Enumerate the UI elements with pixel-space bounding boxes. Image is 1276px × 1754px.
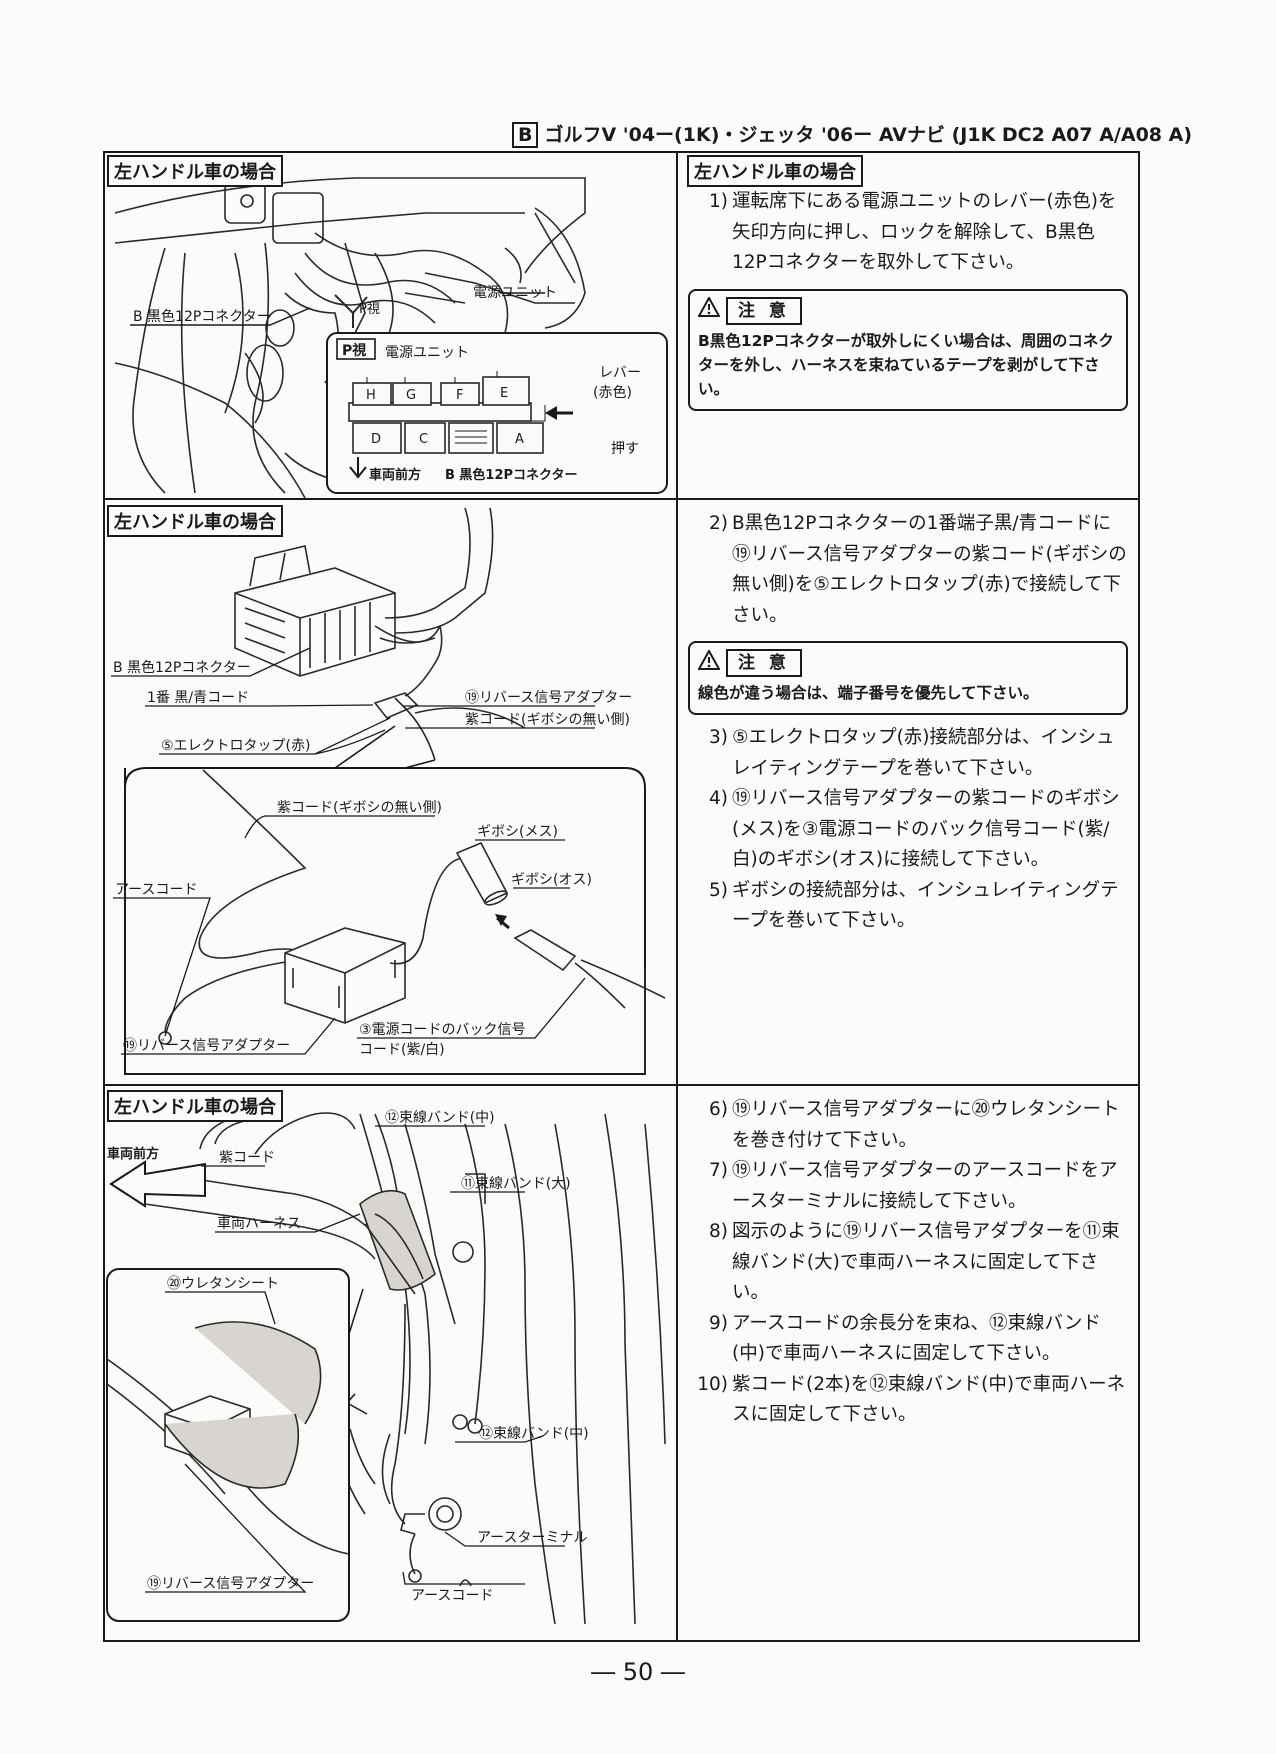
label-connector: B 黒色12Pコネクター [113, 659, 251, 676]
section-badge: B [512, 122, 539, 148]
label-inset-title: P視 [342, 342, 366, 359]
label-vehicle-front: 車両前方 [107, 1146, 159, 1162]
instruction-table: 電源ユニット B 黒色12Pコネクター P視 電源ユニット レバー (赤色) 押… [103, 151, 1140, 1642]
section3-figure-tag: 左ハンドル車の場合 [107, 1090, 283, 1122]
label-power-unit: 電源ユニット [473, 285, 557, 301]
label-pin-wire: 1番 黒/青コード [147, 690, 249, 706]
label-band-mid-top: ⑫束線バンド(中) [385, 1110, 495, 1126]
caution-box-1: 注 意 B黒色12Pコネクターが取外しにくい場合は、周囲のコネクターを外し、ハー… [688, 288, 1128, 411]
figure-harness-fixing: 車両前方 紫コード ⑫束線バンド(中) ⑪束線バンド(大) 車両ハーネス ⑫束線… [106, 1110, 666, 1625]
label-inset-purple-wire: 紫コード(ギボシの無い側) [277, 800, 442, 816]
figure-power-unit: 電源ユニット B 黒色12Pコネクター P視 電源ユニット レバー (赤色) 押… [114, 177, 668, 498]
label-purple-wire: 紫コード [219, 1150, 275, 1166]
section1-steps: 1)運転席下にある電源ユニットのレバー(赤色)を矢印方向に押し、ロックを解除して… [688, 187, 1128, 419]
caution-text: 線色が違う場合は、端子番号を優先して下さい。 [698, 684, 1039, 702]
step-3: 3)⑤エレクトロタップ(赤)接続部分は、インシュレイティングテープを巻いて下さい… [709, 727, 1115, 779]
letter-h: H [366, 388, 376, 403]
label-inset-power-unit: 電源ユニット [385, 345, 469, 361]
label-inset-adapter: ⑲リバース信号アダプター [123, 1038, 290, 1054]
label-vehicle-front: 車両前方 [369, 467, 421, 483]
caution-label: 注 意 [726, 296, 802, 325]
step-5: 5)ギボシの接続部分は、インシュレイティングテープを巻いて下さい。 [709, 879, 1119, 932]
section1-figure-tag: 左ハンドル車の場合 [107, 155, 283, 187]
letter-d: D [371, 432, 381, 447]
letter-f: F [456, 388, 463, 403]
label-push: 押す [611, 441, 639, 457]
letter-a: A [515, 432, 524, 447]
page-number: ― 50 ― [591, 1658, 685, 1686]
row-divider-1 [105, 498, 1138, 500]
caution-box-2: 注 意 線色が違う場合は、端子番号を優先して下さい。 [688, 641, 1128, 715]
label-adapter: ⑲リバース信号アダプター [147, 1576, 314, 1592]
letter-c: C [419, 432, 428, 447]
caution-text: B黒色12Pコネクターが取外しにくい場合は、周囲のコネクターを外し、ハーネスを束… [698, 331, 1114, 398]
label-connector: B 黒色12Pコネクター [133, 308, 271, 325]
label-urethane: ⑳ウレタンシート [167, 1276, 279, 1292]
label-purple-wire: 紫コード(ギボシの無い側) [465, 712, 630, 728]
letter-e: E [500, 386, 508, 401]
label-lever: レバー [599, 365, 641, 381]
step-4: 4)⑲リバース信号アダプターの紫コードのギボシ(メス)を③電源コードのバック信号… [709, 788, 1120, 870]
label-band-mid-bottom: ⑫束線バンド(中) [479, 1426, 589, 1442]
label-earth-terminal: アースターミナル [477, 1530, 587, 1546]
step-1: 1)運転席下にある電源ユニットのレバー(赤色)を矢印方向に押し、ロックを解除して… [709, 191, 1117, 273]
step-10: 10)紫コード(2本)を⑫束線バンド(中)で車両ハーネスに固定して下さい。 [697, 1373, 1126, 1426]
label-inset-connector: B 黒色12Pコネクター [445, 467, 578, 483]
caution-label: 注 意 [726, 649, 802, 677]
letter-g: G [406, 388, 416, 403]
label-earth-wire: アースコード [115, 882, 197, 898]
document-title: ゴルフV '04ー(1K)・ジェッタ '06ー AVナビ (J1K DC2 A0… [544, 124, 1193, 146]
step-8: 8)図示のように⑲リバース信号アダプターを⑪束線バンド(大)で車両ハーネスに固定… [709, 1221, 1120, 1303]
label-adapter: ⑲リバース信号アダプター [465, 690, 632, 706]
step-2: 2)B黒色12Pコネクターの1番端子黒/青コードに⑲リバース信号アダプターの紫コ… [709, 513, 1127, 626]
section1-text-tag: 左ハンドル車の場合 [687, 155, 863, 187]
label-back-signal-2: コード(紫/白) [359, 1042, 445, 1058]
warning-icon [697, 295, 721, 324]
label-tap: ⑤エレクトロタップ(赤) [161, 738, 310, 754]
label-gibo-male: ギボシ(オス) [511, 872, 592, 888]
column-divider [676, 153, 678, 1640]
label-harness: 車両ハーネス [217, 1215, 301, 1232]
label-earth-wire: アースコード [411, 1588, 493, 1604]
figure-adapter-connection: B 黒色12Pコネクター 1番 黒/青コード ⑤エレクトロタップ(赤) ⑲リバー… [111, 507, 666, 1075]
step-6: 6)⑲リバース信号アダプターに⑳ウレタンシートを巻き付けて下さい。 [709, 1099, 1120, 1151]
row-divider-2 [105, 1084, 1138, 1086]
step-9: 9)アースコードの余長分を束ね、⑫束線バンド(中)で車両ハーネスに固定して下さい… [709, 1312, 1101, 1365]
warning-icon [697, 648, 721, 677]
label-p-view-arrow: P視 [359, 302, 380, 317]
label-band-large: ⑪束線バンド(大) [461, 1176, 571, 1192]
label-lever-color: (赤色) [593, 384, 632, 401]
section3-steps: 6)⑲リバース信号アダプターに⑳ウレタンシートを巻き付けて下さい。 7)⑲リバー… [688, 1095, 1128, 1431]
section2-figure-tag: 左ハンドル車の場合 [107, 505, 283, 537]
section2-steps: 2)B黒色12Pコネクターの1番端子黒/青コードに⑲リバース信号アダプターの紫コ… [688, 509, 1128, 937]
label-back-signal-1: ③電源コードのバック信号 [359, 1022, 526, 1038]
label-gibo-female: ギボシ(メス) [477, 824, 558, 840]
step-7: 7)⑲リバース信号アダプターのアースコードをアースターミナルに接続して下さい。 [709, 1160, 1118, 1212]
